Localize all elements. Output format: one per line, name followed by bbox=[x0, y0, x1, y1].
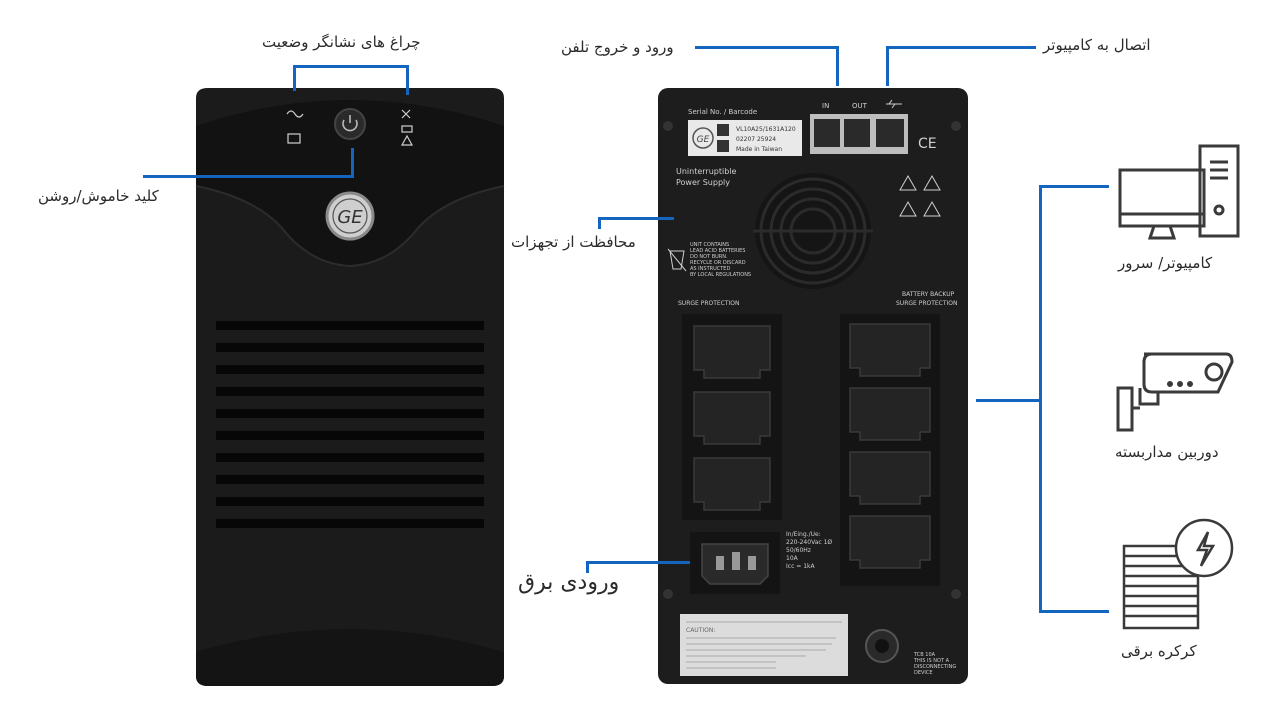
callout-status-lights-left bbox=[293, 65, 296, 91]
svg-text:THIS IS NOT A: THIS IS NOT A bbox=[913, 658, 950, 664]
cctv-camera-icon bbox=[1116, 352, 1234, 432]
callout-status-lights-right bbox=[406, 65, 409, 95]
svg-text:TCB 10A: TCB 10A bbox=[913, 652, 936, 658]
bracket-vertical bbox=[1039, 185, 1042, 613]
usb-icon bbox=[886, 99, 902, 109]
svg-text:Serial No. / Barcode: Serial No. / Barcode bbox=[688, 108, 757, 116]
svg-text:DISCONNECTING: DISCONNECTING bbox=[914, 664, 956, 670]
front-vent-slots bbox=[216, 321, 484, 528]
svg-text:LEAD ACID BATTERIES: LEAD ACID BATTERIES bbox=[690, 248, 745, 254]
label-cctv-camera: دوربین مداربسته bbox=[1115, 443, 1219, 461]
label-phone-io: ورود و خروج تلفن bbox=[561, 38, 674, 56]
svg-text:VL10A25/1631A120: VL10A25/1631A120 bbox=[736, 126, 796, 133]
svg-text:SURGE PROTECTION: SURGE PROTECTION bbox=[896, 300, 958, 307]
power-button-icon bbox=[334, 108, 366, 140]
svg-text:DEVICE: DEVICE bbox=[914, 670, 933, 676]
svg-text:BATTERY BACKUP: BATTERY BACKUP bbox=[902, 291, 955, 298]
warning-symbols bbox=[899, 174, 941, 217]
bracket-stub bbox=[976, 399, 1041, 402]
svg-text:Power Supply: Power Supply bbox=[676, 178, 730, 187]
rating-label: CAUTION: bbox=[680, 614, 848, 676]
svg-text:In/Eing./Ue:: In/Eing./Ue: bbox=[786, 531, 821, 538]
svg-text:DO NOT BURN.: DO NOT BURN. bbox=[690, 254, 728, 260]
svg-text:02207 25924: 02207 25924 bbox=[736, 136, 776, 143]
ups-rear-view: Serial No. / Barcode GE VL10A25/1631A120… bbox=[658, 88, 968, 684]
svg-text:GE: GE bbox=[337, 207, 363, 228]
electric-shutter-icon bbox=[1122, 518, 1234, 630]
label-computer-server: کامپیوتر/ سرور bbox=[1118, 254, 1213, 272]
power-inlet bbox=[690, 532, 780, 594]
computer-server-icon bbox=[1118, 144, 1240, 240]
svg-text:UNIT CONTAINS: UNIT CONTAINS bbox=[690, 242, 729, 248]
svg-text:RECYCLE OR DISCARD: RECYCLE OR DISCARD bbox=[690, 260, 746, 266]
rj-ports bbox=[810, 114, 908, 154]
recycle-note: UNIT CONTAINS LEAD ACID BATTERIES DO NOT… bbox=[667, 242, 751, 278]
svg-text:CAUTION:: CAUTION: bbox=[686, 627, 715, 634]
label-power-switch: کلید خاموش/روشن bbox=[38, 187, 159, 205]
fan-grille bbox=[753, 173, 873, 289]
label-equipment-protection: محافظت از تجهزات bbox=[511, 233, 636, 251]
callout-power-switch-h bbox=[143, 175, 354, 178]
label-status-lights: چراغ های نشانگر وضعیت bbox=[262, 33, 421, 51]
callout-status-lights-top bbox=[293, 65, 409, 68]
svg-text:10A: 10A bbox=[786, 555, 799, 562]
callout-power-input-v bbox=[586, 561, 589, 573]
bracket-bottom bbox=[1039, 610, 1109, 613]
svg-text:Made in Taiwan: Made in Taiwan bbox=[736, 146, 782, 153]
svg-text:220-240Vac 1Ø: 220-240Vac 1Ø bbox=[786, 539, 832, 546]
svg-text:BY LOCAL REGULATIONS: BY LOCAL REGULATIONS bbox=[690, 272, 751, 278]
outlets-left bbox=[682, 314, 782, 520]
svg-text:GE: GE bbox=[697, 135, 710, 145]
callout-protection-v bbox=[598, 217, 601, 229]
svg-text:OUT: OUT bbox=[852, 102, 868, 110]
callout-phone-h bbox=[695, 46, 839, 49]
callout-power-switch-v bbox=[351, 148, 354, 178]
svg-text:SURGE PROTECTION: SURGE PROTECTION bbox=[678, 300, 740, 307]
svg-text:CE: CE bbox=[918, 136, 937, 152]
label-computer-connection: اتصال به کامپیوتر bbox=[1043, 36, 1151, 54]
svg-text:AS INSTRUCTED: AS INSTRUCTED bbox=[690, 266, 730, 272]
svg-text:Icc = 1kA: Icc = 1kA bbox=[786, 563, 816, 570]
callout-computer-h bbox=[886, 46, 1036, 49]
outlets-right bbox=[840, 314, 940, 586]
callout-protection-h bbox=[598, 217, 674, 220]
callout-computer-v bbox=[886, 46, 889, 86]
status-led-icons bbox=[286, 109, 414, 146]
bracket-top bbox=[1039, 185, 1109, 188]
input-spec: In/Eing./Ue: 220-240Vac 1Ø 50/60Hz 10A I… bbox=[786, 531, 832, 570]
svg-text:Uninterruptible: Uninterruptible bbox=[676, 167, 737, 176]
ups-front-view: GE bbox=[195, 88, 505, 686]
label-power-input: ورودی برق bbox=[518, 570, 620, 595]
label-electric-shutter: کرکره برقی bbox=[1121, 642, 1197, 660]
svg-text:50/60Hz: 50/60Hz bbox=[786, 547, 811, 554]
circuit-breaker bbox=[865, 629, 899, 663]
serial-label: GE VL10A25/1631A120 02207 25924 Made in … bbox=[688, 120, 802, 156]
svg-text:IN: IN bbox=[822, 102, 829, 110]
callout-power-input-h bbox=[586, 561, 690, 564]
ge-logo: GE bbox=[325, 191, 375, 241]
callout-phone-v bbox=[836, 46, 839, 86]
